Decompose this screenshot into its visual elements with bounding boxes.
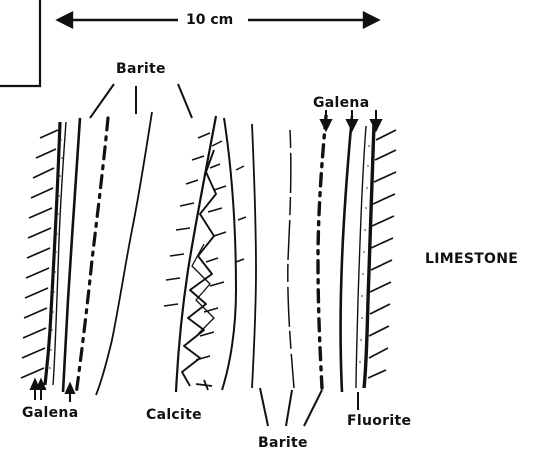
galena-line-left [63,118,80,392]
fluorite-band-right [356,124,374,388]
barite-line-3 [288,130,294,388]
arrow-down-icon [347,120,357,130]
label-calcite: Calcite [146,408,202,422]
arrow-up-icon [66,384,74,393]
label-barite-bottom: Barite [258,436,308,450]
label-fluorite: Fluorite [347,414,411,428]
label-galena-top-right: Galena [313,96,369,110]
calcite-zigzag-fracture-2 [192,244,214,334]
label-galena-bottom-left: Galena [22,406,78,420]
calcite-small-mark [196,380,212,390]
label-barite-top: Barite [116,62,166,76]
calcite-wall-right [222,118,236,390]
leader-barite-top [90,84,192,118]
arrow-down-icon [321,120,331,130]
galena-line-right [341,116,353,392]
leader-galena-top [321,110,381,130]
barite-line-2 [252,124,256,388]
calcite-zigzag-fracture [182,150,216,386]
fluorite-band-left [45,122,66,385]
scale-label: 10 cm [183,13,236,27]
galena-dashdot-left [76,118,108,395]
galena-dashdot-right [318,116,326,388]
scale-arrow-left-icon [58,13,72,27]
leader-barite-bottom [260,388,322,426]
inset-frame [0,0,40,86]
scale-arrow-right-icon [364,13,378,27]
label-limestone: LIMESTONE [425,252,518,266]
